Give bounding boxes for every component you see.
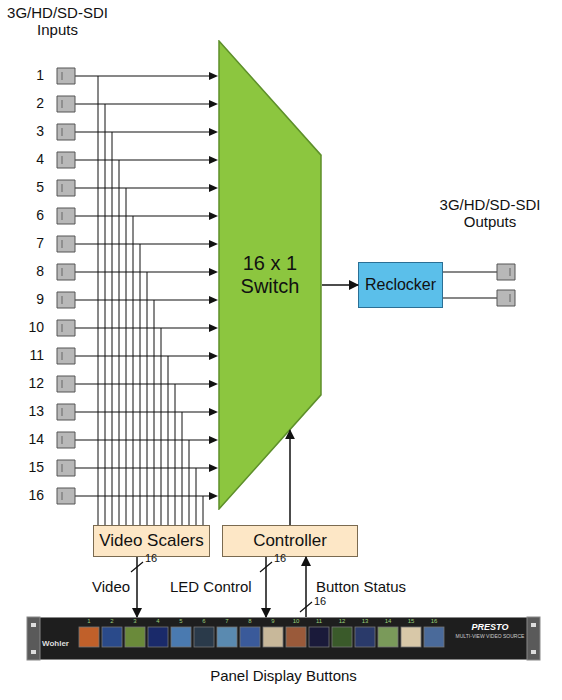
signal-arrow: [322, 284, 358, 286]
button-number: 5: [169, 618, 193, 625]
panel-button: [217, 627, 237, 647]
input-number: 3: [20, 123, 44, 139]
output-connector-pins: [510, 268, 511, 302]
panel-button: [332, 627, 352, 647]
reclocker-box: Reclocker: [358, 262, 443, 308]
input-number: 6: [20, 207, 44, 223]
signal-name: LED Control: [170, 578, 252, 595]
product-name: PRESTO: [455, 622, 525, 632]
node-label: 16 x 1 Switch: [230, 252, 310, 298]
input-number: 4: [20, 151, 44, 167]
input-number: 1: [20, 67, 44, 83]
bus-width: 16: [145, 552, 165, 565]
panel-button: [102, 627, 122, 647]
input-number: 9: [20, 291, 44, 307]
rack-holes: [31, 623, 536, 654]
panel-buttons: [79, 627, 444, 647]
panel-button: [286, 627, 306, 647]
input-number: 5: [20, 179, 44, 195]
switch-shape: [219, 41, 321, 509]
input-number: 7: [20, 235, 44, 251]
bus-width: 16: [274, 552, 294, 565]
controller-box: Controller: [222, 525, 358, 557]
brand-logo: Wohler: [42, 639, 76, 648]
bus-width: 16: [314, 595, 334, 608]
node-label: Reclocker: [365, 276, 436, 294]
scaler-taps: [98, 76, 203, 525]
node-label: Controller: [253, 531, 327, 551]
button-number: 2: [100, 618, 124, 625]
button-number: 11: [307, 618, 331, 625]
input-number: 16: [20, 487, 44, 503]
button-number: 3: [123, 618, 147, 625]
input-connector-pins: [62, 72, 63, 500]
panel-button: [240, 627, 260, 647]
input-number: 2: [20, 95, 44, 111]
signal-arrow: [265, 557, 267, 617]
button-number: 16: [422, 618, 446, 625]
button-number: 7: [215, 618, 239, 625]
switch-trapezoid: 16 x 1 Switch: [218, 40, 322, 510]
button-number: 10: [284, 618, 308, 625]
panel-button: [263, 627, 283, 647]
output-connectors: [497, 264, 515, 306]
panel-button: [401, 627, 421, 647]
button-number: 8: [238, 618, 262, 625]
input-number: 10: [20, 319, 44, 335]
button-number: 15: [399, 618, 423, 625]
signal-arrow: [289, 430, 291, 525]
signal-label: 3G/HD/SD-SDI Inputs: [0, 4, 115, 39]
button-number: 9: [261, 618, 285, 625]
node-label: Panel Display Buttons: [28, 667, 539, 684]
button-number: 1: [77, 618, 101, 625]
output-wires: [443, 272, 497, 298]
input-number: 13: [20, 403, 44, 419]
input-number: 11: [20, 347, 44, 363]
signal-name: Video: [92, 578, 130, 595]
input-number: 15: [20, 459, 44, 475]
button-number: 6: [192, 618, 216, 625]
signal-arrow: [305, 557, 307, 617]
button-number: 13: [353, 618, 377, 625]
input-wires: [75, 76, 211, 496]
product-subtitle: MULTI-VIEW VIDEO SOURCE: [455, 634, 525, 640]
button-number: 14: [376, 618, 400, 625]
input-number: 14: [20, 431, 44, 447]
input-number: 12: [20, 375, 44, 391]
button-number: 4: [146, 618, 170, 625]
panel-button: [125, 627, 145, 647]
panel-button: [378, 627, 398, 647]
signal-arrow: [136, 557, 138, 617]
panel-button: [148, 627, 168, 647]
panel-button: [171, 627, 191, 647]
signal-label: 3G/HD/SD-SDI Outputs: [425, 196, 555, 231]
panel-button: [194, 627, 214, 647]
panel-button: [355, 627, 375, 647]
button-number: 12: [330, 618, 354, 625]
panel-button: [424, 627, 444, 647]
panel-button: [79, 627, 99, 647]
panel-button: [309, 627, 329, 647]
signal-name: Button Status: [316, 578, 406, 595]
input-number: 8: [20, 263, 44, 279]
bus-slashes: [131, 562, 312, 612]
input-connectors: [57, 68, 75, 504]
node-label: Video Scalers: [99, 531, 204, 551]
input-arrowheads: [209, 72, 218, 500]
